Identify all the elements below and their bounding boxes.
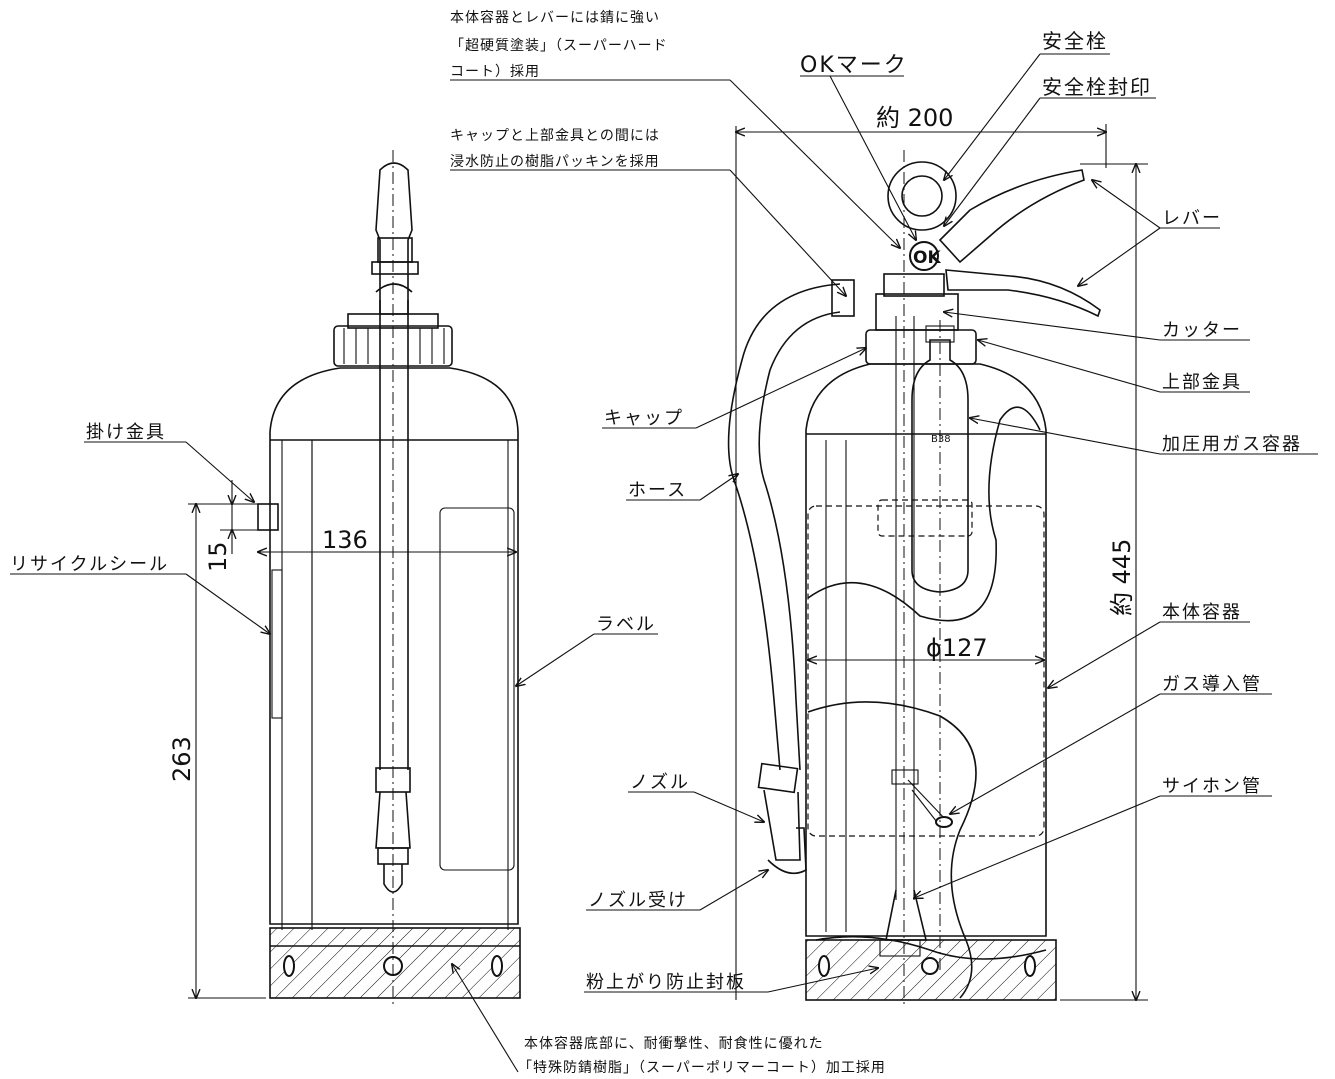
label-upper-fitting: 上部金具	[1162, 372, 1242, 393]
ok-badge	[909, 241, 939, 271]
text-layer: 本体容器とレバーには錆に強い 「超硬質塗装」（スーパーハード コート）採用 キャ…	[10, 9, 1302, 1076]
note-packing-2: 浸水防止の樹脂パッキンを採用	[450, 154, 660, 170]
label-label: ラベル	[596, 614, 656, 635]
front-cap[interactable]	[865, 329, 977, 365]
label-hanging-bracket: 掛け金具	[86, 422, 166, 443]
note-coating-3: コート）採用	[450, 64, 540, 80]
side-body-outline	[269, 367, 519, 925]
ok-badge-text: OK	[913, 248, 941, 268]
label-recycle-seal: リサイクルシール	[10, 554, 169, 575]
dim-height: 約 445	[1108, 539, 1136, 616]
label-safety-pin: 安全栓	[1042, 29, 1108, 53]
side-head	[375, 162, 413, 315]
dim-diameter: ϕ127	[926, 634, 988, 662]
dimension-lines	[188, 124, 1148, 1000]
label-gas-container: 加圧用ガス容器	[1162, 434, 1302, 455]
side-hose	[379, 300, 409, 770]
dim-263: 263	[168, 736, 196, 782]
label-powder-seal: 粉上がり防止封板	[586, 972, 746, 993]
hanging-hook	[257, 503, 279, 531]
dim-width: 約 200	[876, 104, 953, 132]
note-coating-2: 「超硬質塗装」（スーパーハード	[450, 37, 668, 54]
front-hose[interactable]	[727, 283, 841, 771]
side-label-panel	[439, 507, 515, 871]
lever[interactable]	[938, 169, 1085, 264]
note-bottom-2: 「特殊防錆樹脂」（スーパーポリマーコート）加工採用	[518, 1059, 886, 1076]
nozzle-holder-shape	[767, 827, 807, 875]
front-view: B38 OK	[727, 150, 1101, 1005]
gas-cylinder[interactable]	[911, 339, 969, 593]
label-nozzle-holder: ノズル受け	[588, 890, 688, 911]
label-gas-inlet-pipe: ガス導入管	[1162, 674, 1262, 695]
note-bottom-1: 本体容器底部に、耐衝撃性、耐食性に優れた	[524, 1035, 824, 1052]
side-view	[257, 150, 521, 1005]
cutaway-edge	[807, 406, 1041, 622]
label-hose: ホース	[628, 480, 687, 501]
dim-136: 136	[322, 526, 368, 554]
label-body-container: 本体容器	[1162, 602, 1242, 623]
siphon-bottom	[885, 889, 928, 941]
safety-pin-ring[interactable]	[887, 161, 957, 231]
note-packing-1: キャップと上部金具との間には	[450, 128, 660, 144]
label-ok-mark: OKマーク	[800, 53, 908, 78]
leader-lines	[10, 53, 1318, 1073]
nozzle-body[interactable]	[763, 789, 801, 861]
cylinder-code: B38	[931, 434, 951, 445]
label-nozzle: ノズル	[630, 772, 690, 793]
label-siphon-pipe: サイホン管	[1162, 776, 1262, 797]
label-safety-pin-seal: 安全栓封印	[1042, 75, 1152, 99]
dim-15: 15	[204, 541, 232, 572]
label-cap: キャップ	[604, 408, 684, 429]
front-body-outline	[805, 363, 1047, 937]
note-coating-1: 本体容器とレバーには錆に強い	[450, 9, 660, 26]
label-cutter: カッター	[1162, 320, 1242, 341]
label-lever: レバー	[1162, 208, 1222, 229]
recycle-seal	[271, 569, 283, 719]
